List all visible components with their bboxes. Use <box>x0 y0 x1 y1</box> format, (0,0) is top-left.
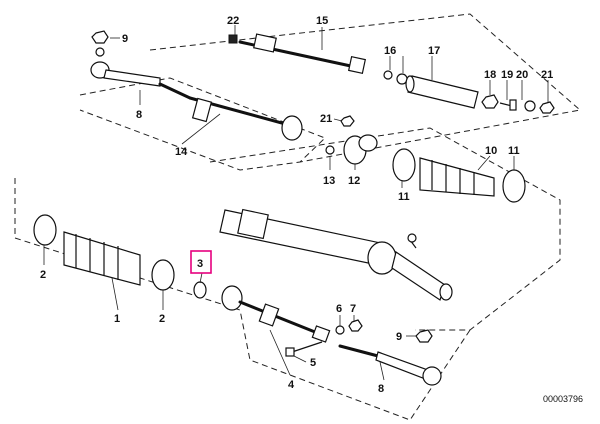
part-18-nut[interactable] <box>481 94 499 109</box>
part-3-lock-washer[interactable] <box>193 281 207 299</box>
part-14-inner-tie-rod[interactable] <box>188 96 303 141</box>
callout-14: 14 <box>175 146 188 158</box>
callout-16: 16 <box>384 45 396 57</box>
part-10-bellows-boot[interactable] <box>419 157 495 197</box>
callout-8-upper: 8 <box>136 109 142 121</box>
part-17-damper-sleeve[interactable] <box>405 75 479 109</box>
callout-18: 18 <box>484 69 496 81</box>
part-4-inner-tie-rod-lower[interactable] <box>221 285 331 343</box>
callout-22: 22 <box>227 15 239 27</box>
part-20-washer[interactable] <box>524 100 536 112</box>
part-21-nut-lower[interactable] <box>340 115 355 127</box>
rack-housing <box>219 208 453 301</box>
callout-7: 7 <box>350 303 356 315</box>
callout-1: 1 <box>114 313 120 325</box>
part-21-nut-upper[interactable] <box>539 101 555 114</box>
part-11-clamp-right[interactable] <box>502 169 526 203</box>
callout-10: 10 <box>485 145 497 157</box>
callout-19: 19 <box>501 69 513 81</box>
callout-20: 20 <box>516 69 528 81</box>
callout-3: 3 <box>197 258 203 270</box>
leader-lines <box>43 25 549 381</box>
part-1-bellows-boot[interactable] <box>63 231 141 286</box>
callout-5: 5 <box>310 357 316 369</box>
part-15-rack-shaft[interactable] <box>238 33 367 75</box>
callout-17: 17 <box>428 45 440 57</box>
callouts: 9 8 22 15 16 17 18 19 20 21 21 14 13 12 … <box>40 15 553 395</box>
callout-3-highlight-box <box>190 250 212 274</box>
callout-2-right: 2 <box>159 313 165 325</box>
frame-tie-rod-assembly <box>79 77 326 171</box>
part-8-tie-rod-end-lower[interactable] <box>338 344 442 386</box>
part-12-clamp-bracket[interactable] <box>343 134 378 165</box>
callout-9-upper: 9 <box>122 33 128 45</box>
callout-8-lower: 8 <box>378 383 384 395</box>
callout-2-left: 2 <box>40 269 46 281</box>
callout-12: 12 <box>348 175 360 187</box>
callout-21-upper: 21 <box>541 69 553 81</box>
part-19-bolt[interactable] <box>499 99 517 111</box>
callout-21-lower: 21 <box>320 113 332 125</box>
diagram-reference-number: 00003796 <box>543 394 583 404</box>
callout-15: 15 <box>316 15 328 27</box>
part-16-washer[interactable] <box>383 70 408 85</box>
part-11-clamp-left[interactable] <box>392 148 416 182</box>
frame-upper-assembly <box>149 13 582 163</box>
part-5-bolt[interactable] <box>285 341 323 357</box>
frame-lower-assembly <box>14 178 471 421</box>
part-6-washer[interactable] <box>335 325 345 335</box>
part-2-clamp-left[interactable] <box>33 214 57 246</box>
part-7-nut[interactable] <box>348 319 363 332</box>
part-9-castle-nut-upper[interactable] <box>91 30 109 57</box>
frame-rack-housing <box>209 127 561 331</box>
part-2-clamp-right[interactable] <box>151 259 175 291</box>
part-8-tie-rod-end-upper[interactable] <box>90 61 192 100</box>
part-22-grease-fitting[interactable] <box>228 34 238 44</box>
callout-13: 13 <box>323 175 335 187</box>
callout-11-right: 11 <box>508 145 520 157</box>
part-9-castle-nut-lower[interactable] <box>415 329 433 343</box>
part-13-washer[interactable] <box>325 145 335 155</box>
callout-4: 4 <box>288 379 295 391</box>
callout-6: 6 <box>336 303 342 315</box>
callout-9-lower: 9 <box>396 331 402 343</box>
callout-11-left: 11 <box>398 191 410 203</box>
